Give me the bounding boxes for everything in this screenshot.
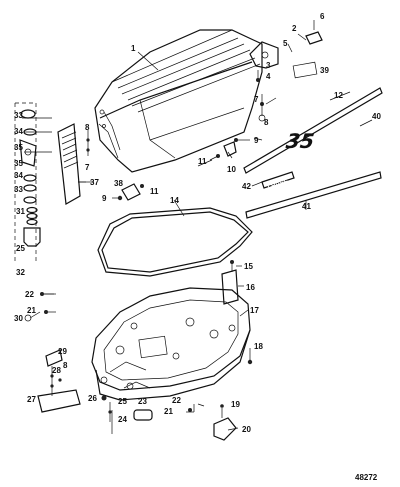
decal-numeral: 35 — [282, 129, 317, 152]
callout-21a: 21 — [27, 306, 36, 315]
callout-11a: 11 — [198, 157, 207, 166]
latch-hardware — [209, 94, 266, 161]
callout-25a: 25 — [16, 244, 25, 253]
bottom-cowl — [91, 287, 251, 401]
callout-39: 39 — [320, 66, 329, 75]
callout-4: 4 — [266, 72, 271, 81]
callout-34b: 34 — [14, 171, 23, 180]
callout-31: 31 — [16, 207, 25, 216]
callout-28: 28 — [52, 366, 61, 375]
callout-15: 15 — [244, 262, 253, 271]
callout-22a: 22 — [25, 290, 34, 299]
callout-1: 1 — [131, 44, 136, 53]
center-latch-parts — [86, 130, 144, 201]
callout-8a: 8 — [264, 118, 269, 127]
callout-26: 26 — [88, 394, 97, 403]
cowl-gasket — [97, 207, 253, 277]
callout-18: 18 — [254, 342, 263, 351]
leader-lines — [22, 20, 373, 431]
callout-29: 29 — [58, 347, 67, 356]
decal-strips: 35 FORCE — [243, 87, 383, 219]
callout-33a: 33 — [14, 111, 23, 120]
callout-33b: 33 — [14, 185, 23, 194]
callout-11b: 11 — [150, 187, 159, 196]
callout-3: 3 — [266, 61, 271, 70]
top-cowl — [94, 29, 263, 173]
callout-22b: 22 — [172, 396, 181, 405]
callout-24: 24 — [118, 415, 127, 424]
callout-21b: 21 — [164, 407, 173, 416]
callout-16: 16 — [246, 283, 255, 292]
callout-8c: 8 — [63, 361, 68, 370]
callout-35a: 35 — [14, 143, 23, 152]
side-latch-bracket — [221, 260, 239, 305]
callout-19: 19 — [231, 400, 240, 409]
callout-34a: 34 — [14, 127, 23, 136]
callout-42: 42 — [242, 182, 251, 191]
callout-40: 40 — [372, 112, 381, 121]
callout-10: 10 — [227, 165, 236, 174]
callout-38: 38 — [114, 179, 123, 188]
callout-12: 12 — [334, 91, 343, 100]
callout-14: 14 — [170, 196, 179, 205]
callout-2: 2 — [292, 24, 297, 33]
upper-latch-bracket — [249, 31, 323, 82]
callout-41: 41 — [302, 202, 311, 211]
callout-17: 17 — [250, 306, 259, 315]
callout-27: 27 — [27, 395, 36, 404]
callout-37: 37 — [90, 178, 99, 187]
callout-9b: 9 — [102, 194, 107, 203]
callout-9a: 9 — [254, 136, 259, 145]
callout-30: 30 — [14, 314, 23, 323]
callout-6: 6 — [320, 12, 325, 21]
callout-8b: 8 — [85, 123, 90, 132]
callout-23: 23 — [138, 397, 147, 406]
callout-labels: 1 2 3 4 5 6 7 7 8 8 8 9 9 10 11 11 12 14… — [14, 12, 381, 434]
callout-7a: 7 — [254, 95, 259, 104]
callout-7b: 7 — [85, 163, 90, 172]
callout-20: 20 — [242, 425, 251, 434]
callout-5: 5 — [283, 39, 288, 48]
figure-number: 48272 — [355, 473, 378, 482]
callout-35b: 35 — [14, 159, 23, 168]
callout-32: 32 — [16, 268, 25, 277]
callout-25b: 25 — [118, 397, 127, 406]
left-hardware-stack — [14, 102, 86, 262]
